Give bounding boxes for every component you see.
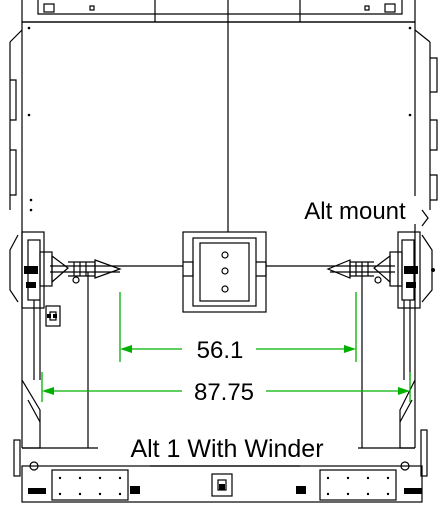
left-mount-assembly bbox=[9, 231, 122, 380]
alt-mount-label-bg bbox=[290, 196, 418, 224]
alt-winder-label: Alt 1 With Winder bbox=[130, 435, 323, 463]
left-mount-fills bbox=[24, 266, 57, 318]
cross-beam bbox=[50, 265, 395, 273]
alt-winder-label-bg bbox=[98, 430, 358, 464]
bolt-dots bbox=[27, 26, 412, 212]
dim-inner-arrow-left bbox=[120, 345, 132, 353]
dim-inner-value: 56.1 bbox=[197, 337, 244, 364]
right-mount-assembly bbox=[326, 209, 433, 380]
dimension-inner bbox=[119, 292, 357, 362]
chassis-outline bbox=[9, 0, 438, 448]
dim-outer-arrow-right bbox=[398, 387, 410, 395]
right-mount-fills bbox=[404, 266, 435, 288]
center-bracket bbox=[182, 22, 267, 313]
dim-inner-arrow-right bbox=[344, 345, 356, 353]
dimension-outer bbox=[41, 372, 411, 402]
alt-mount-label: Alt mount bbox=[304, 198, 406, 225]
base-tray-fills bbox=[28, 476, 422, 496]
inner-uprights bbox=[87, 272, 363, 448]
dim-outer-arrow-left bbox=[42, 387, 54, 395]
dim-outer-value: 87.75 bbox=[194, 379, 254, 406]
